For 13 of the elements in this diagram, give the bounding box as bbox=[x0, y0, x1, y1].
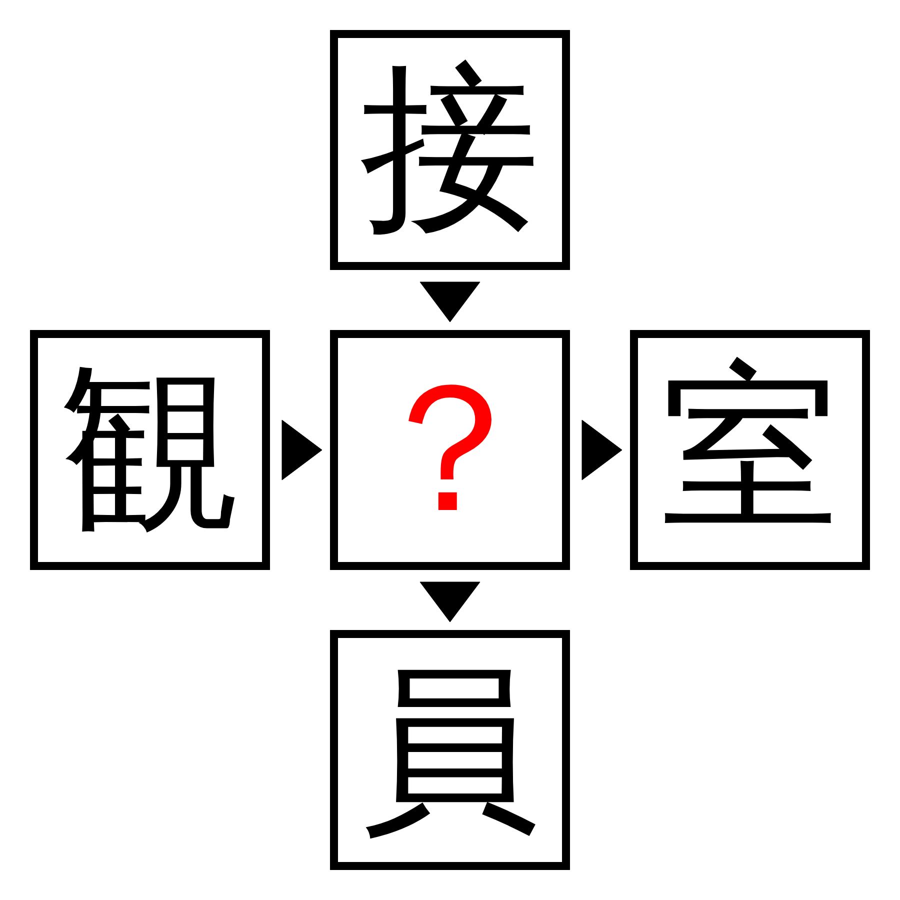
question-mark: ？ bbox=[360, 360, 540, 540]
kanji-text: 員 bbox=[360, 660, 540, 840]
arrow bbox=[420, 582, 480, 622]
kanji-text: 接 bbox=[360, 60, 540, 240]
arrow bbox=[582, 420, 622, 480]
arrow bbox=[282, 420, 322, 480]
puzzle-box bbox=[330, 330, 570, 570]
kanji-text: 観 bbox=[60, 360, 240, 540]
puzzle-box bbox=[630, 330, 870, 570]
puzzle-box bbox=[330, 30, 570, 270]
puzzle-box bbox=[330, 630, 570, 870]
puzzle-box bbox=[30, 330, 270, 570]
arrow bbox=[420, 282, 480, 322]
